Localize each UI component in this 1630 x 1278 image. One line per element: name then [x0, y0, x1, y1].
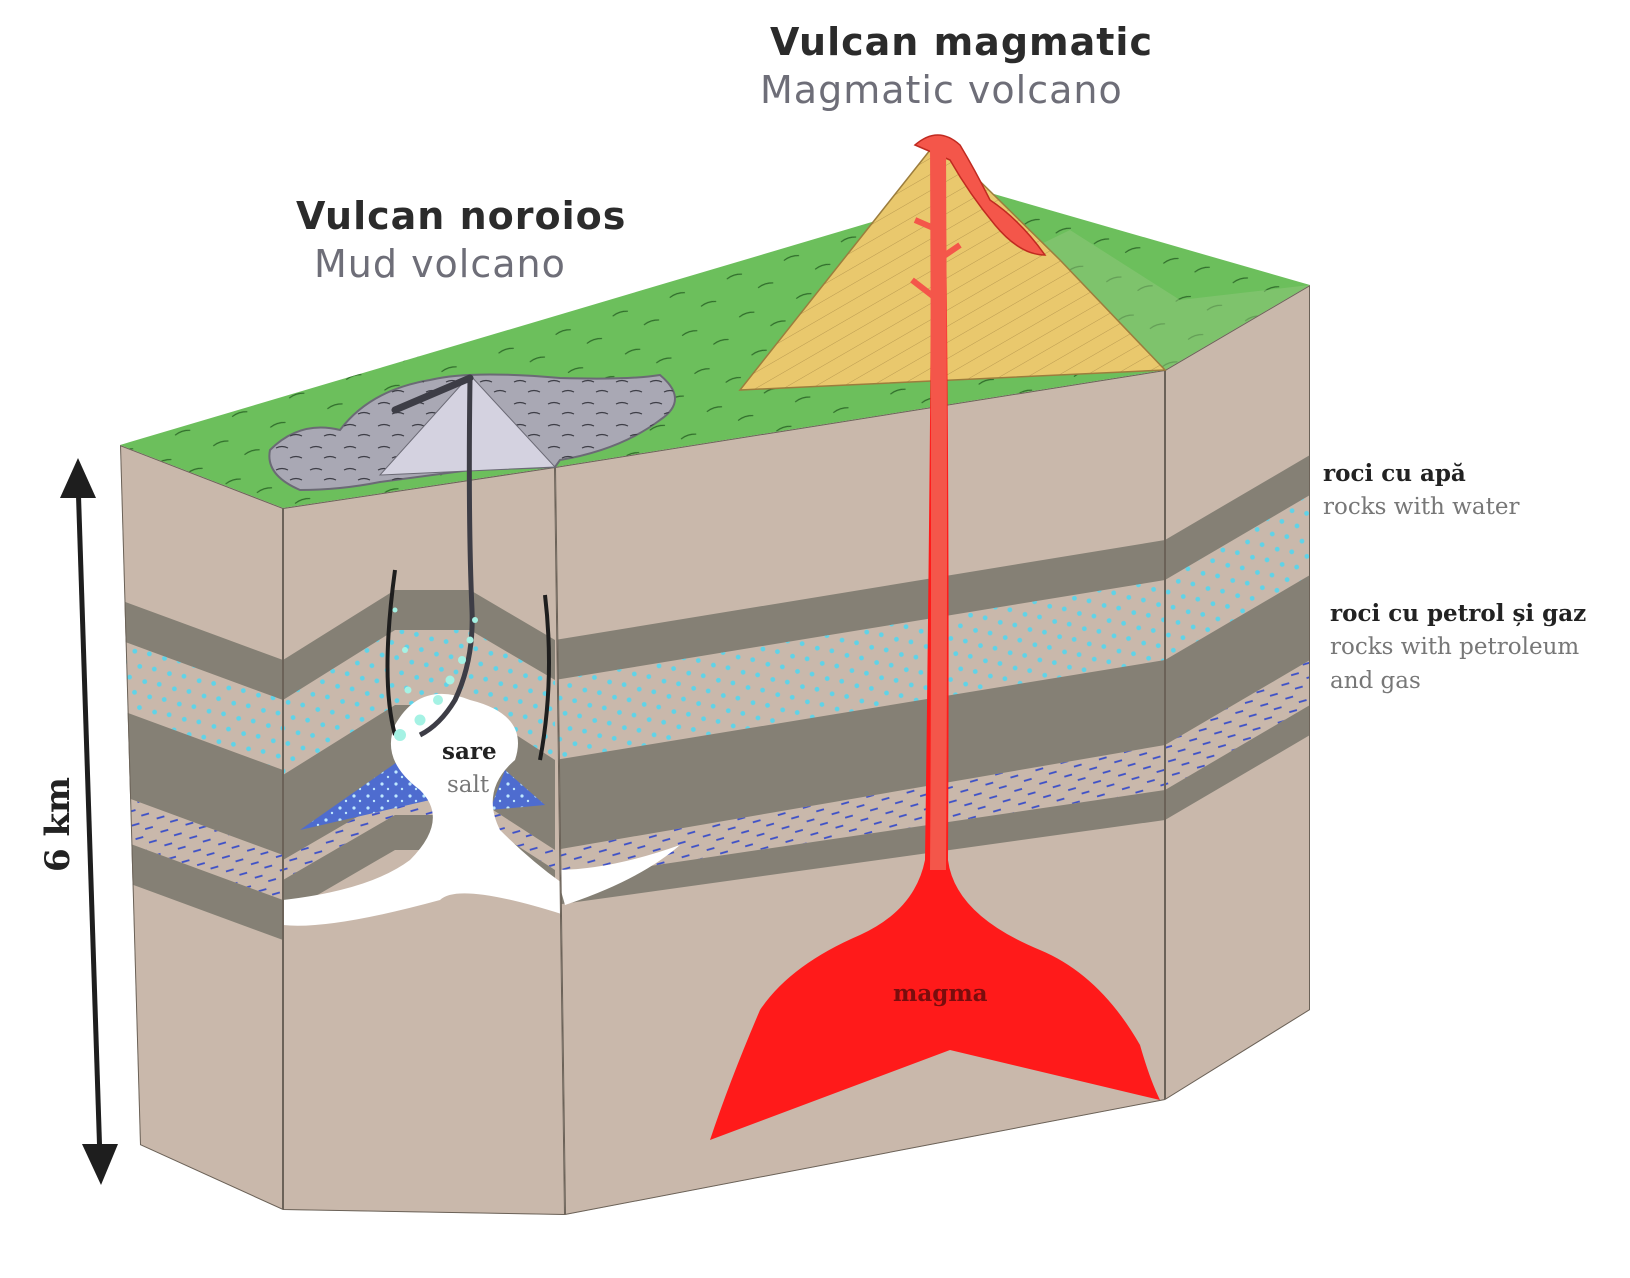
magmatic-volcano-title-ro: Vulcan magmatic — [770, 20, 1153, 64]
gas-bubbles — [392, 607, 478, 741]
middle-block-face — [283, 467, 565, 1215]
left-block-face — [120, 445, 283, 1210]
magmatic-volcano-title-en: Magmatic volcano — [760, 68, 1123, 112]
depth-scale-arrow — [60, 458, 118, 1185]
magmatic-volcano-cone — [738, 134, 1167, 391]
salt-label-ro: sare — [442, 738, 497, 765]
salt-diapir — [283, 693, 565, 926]
mud-volcano-surface — [268, 373, 676, 492]
mud-conduit — [385, 377, 551, 761]
far-right-block-face — [1165, 285, 1310, 1100]
water-rocks-label-ro: roci cu apă — [1323, 460, 1466, 487]
magma-system — [710, 144, 1160, 1140]
petrol-rocks-label-ro: roci cu petrol și gaz — [1330, 600, 1587, 627]
petrol-rocks-label-en-2: and gas — [1330, 668, 1421, 694]
mud-volcano-title-ro: Vulcan noroios — [296, 194, 627, 238]
petrol-rocks-label-en-1: rocks with petroleum — [1330, 634, 1580, 660]
depth-scale-label: 6 km — [38, 776, 78, 872]
water-rocks-label-en: rocks with water — [1323, 494, 1520, 520]
right-block-face — [555, 370, 1165, 1215]
mud-volcano-title-en: Mud volcano — [314, 242, 566, 286]
salt-label-en: salt — [447, 772, 490, 798]
magma-label: magma — [893, 980, 988, 1007]
